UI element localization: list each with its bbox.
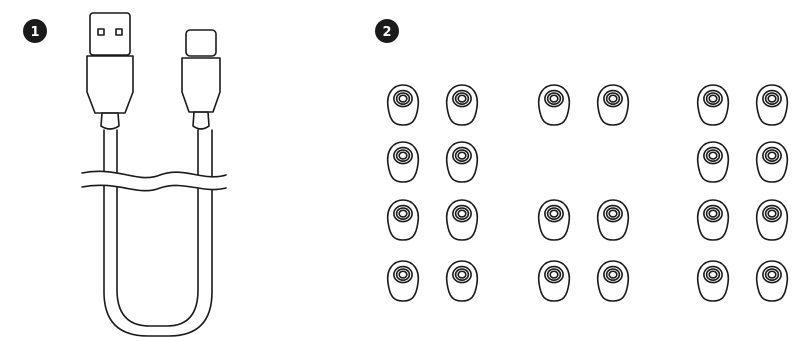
- ear-tip-g3-r4-right: [757, 261, 788, 301]
- ear-tip-g1-r3-left: [388, 200, 419, 240]
- ear-tip-g3-r1-left: [698, 85, 729, 125]
- ear-tip-g1-r1-right: [447, 85, 478, 125]
- ear-tip-g2-r4-right: [598, 261, 629, 301]
- ear-tip-ring-3: [458, 210, 466, 217]
- usb-a-connector-shell: [90, 13, 130, 55]
- ear-tips-illustration: [388, 85, 788, 301]
- usb-c-strain-relief: [193, 112, 209, 129]
- usb-cable-illustration: [82, 13, 226, 336]
- usb-a-plug-body: [87, 56, 133, 113]
- ear-tip-g1-r3-right: [447, 200, 478, 240]
- ear-tip-g3-r4-left: [698, 261, 729, 301]
- ear-tip-g3-r3-left: [698, 200, 729, 240]
- ear-tip-g1-r4-right: [447, 261, 478, 301]
- ear-tip-g1-r1-left: [388, 85, 419, 125]
- ear-tip-g1-r2-left: [388, 142, 419, 182]
- callout-number-1: 1: [30, 25, 39, 40]
- ear-tip-g2-r1-left: [539, 85, 570, 125]
- ear-tip-ring-3: [399, 95, 407, 102]
- ear-tip-ring-3: [399, 210, 407, 217]
- ear-tip-ring-3: [609, 271, 617, 278]
- ear-tip-g2-r3-right: [598, 200, 629, 240]
- ear-tip-ring-3: [768, 95, 776, 102]
- ear-tip-ring-3: [768, 152, 776, 159]
- ear-tip-ring-3: [768, 210, 776, 217]
- ear-tip-g2-r4-left: [539, 261, 570, 301]
- usb-a-contact-left: [98, 29, 104, 35]
- ear-tip-ring-3: [709, 95, 717, 102]
- usb-c-plug-body: [182, 58, 220, 112]
- ear-tip-ring-3: [399, 271, 407, 278]
- usb-a-strain-relief: [101, 113, 119, 129]
- ear-tip-ring-3: [550, 271, 558, 278]
- ear-tip-ring-3: [399, 152, 407, 159]
- ear-tip-ring-3: [550, 95, 558, 102]
- callout-number-2: 2: [382, 25, 391, 40]
- ear-tip-g1-r4-left: [388, 261, 419, 301]
- usb-a-contact-right: [116, 29, 122, 35]
- ear-tip-ring-3: [550, 210, 558, 217]
- ear-tip-g3-r1-right: [757, 85, 788, 125]
- ear-tip-ring-3: [458, 95, 466, 102]
- ear-tip-ring-3: [709, 152, 717, 159]
- ear-tip-ring-3: [609, 95, 617, 102]
- ear-tip-ring-3: [458, 152, 466, 159]
- ear-tip-ring-3: [458, 271, 466, 278]
- usb-cable-inner: [117, 130, 198, 326]
- usb-c-connector-shell: [186, 30, 216, 56]
- ear-tip-ring-3: [768, 271, 776, 278]
- ear-tip-g2-r1-right: [598, 85, 629, 125]
- callout-badge-2: 2: [375, 19, 399, 43]
- ear-tip-g3-r3-right: [757, 200, 788, 240]
- ear-tip-g1-r2-right: [447, 142, 478, 182]
- ear-tip-g3-r2-right: [757, 142, 788, 182]
- ear-tip-ring-3: [709, 210, 717, 217]
- ear-tip-ring-3: [609, 210, 617, 217]
- ear-tip-g2-r3-left: [539, 200, 570, 240]
- ear-tip-ring-3: [709, 271, 717, 278]
- ear-tip-g3-r2-left: [698, 142, 729, 182]
- callout-badge-1: 1: [23, 19, 47, 43]
